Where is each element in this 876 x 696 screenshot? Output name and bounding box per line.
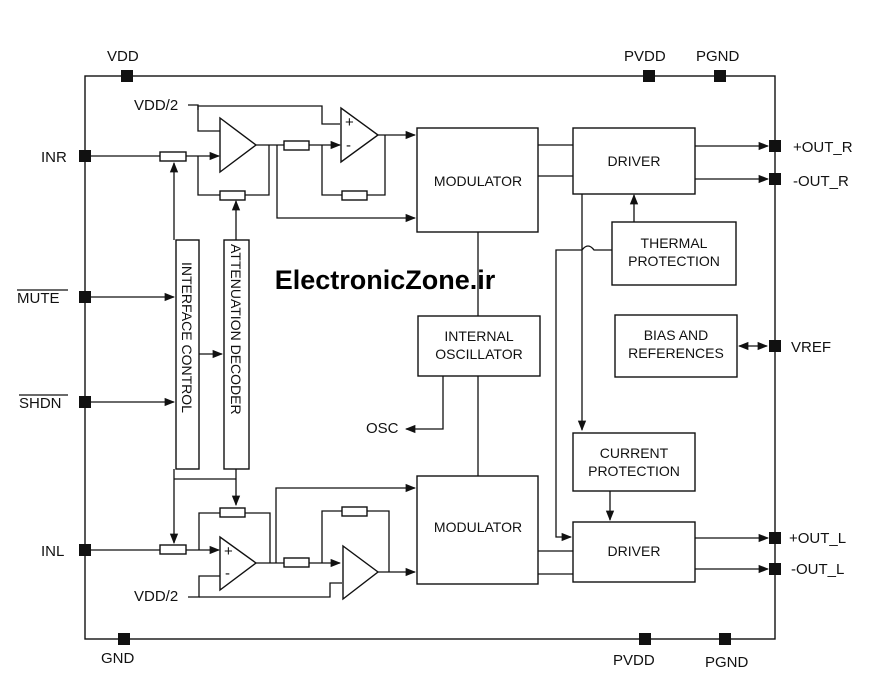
driver-bottom-label: DRIVER xyxy=(608,543,661,559)
label-gnd: GND xyxy=(101,650,135,667)
opamp-r2-minus: - xyxy=(346,137,351,154)
pin-inl xyxy=(79,544,91,556)
thermal-protection xyxy=(611,221,737,286)
thermal-line2: PROTECTION xyxy=(628,253,720,269)
opamp-r2-plus: + xyxy=(345,114,354,131)
opamp-r2 xyxy=(340,106,380,164)
thermal-line1: THERMAL xyxy=(641,235,708,251)
opamp-l1-plus: + xyxy=(224,543,233,560)
wire-vdd-half-top xyxy=(188,104,220,132)
label-pvdd-bottom: PVDD xyxy=(613,652,655,669)
wire-fb-l2-left xyxy=(321,510,342,563)
wire-thermal-to-driver-bottom xyxy=(555,245,612,542)
resistor-fb-r2 xyxy=(341,190,368,201)
label-out-r-neg: -OUT_R xyxy=(793,173,849,190)
pin-pgnd-top xyxy=(714,70,726,82)
pin-mute xyxy=(79,291,91,303)
wire-r1-to-mod xyxy=(276,145,417,223)
resistor-r-mid xyxy=(283,140,310,151)
wire-vdd-half-opamp2 xyxy=(197,105,340,125)
pins xyxy=(79,70,781,645)
pin-out-l-pos xyxy=(769,532,781,544)
watermark-text: ElectronicZone.ir xyxy=(275,265,496,295)
wire-fb-l2-right xyxy=(367,510,390,572)
pin-out-l-neg xyxy=(769,563,781,575)
label-inr: INR xyxy=(41,149,67,166)
attenuation-decoder-label: ATTENUATION DECODER xyxy=(228,244,244,415)
wire-osc-out xyxy=(404,376,444,434)
driver-bottom xyxy=(572,521,696,583)
label-pgnd-top: PGND xyxy=(696,48,740,65)
label-mute: MUTE xyxy=(17,290,60,307)
wire-fb-r1-right xyxy=(245,145,270,196)
pin-shdn xyxy=(79,396,91,408)
current-protection xyxy=(572,432,696,492)
resistor-inr xyxy=(159,151,187,162)
interface-control-label: INTERFACE CONTROL xyxy=(179,262,195,413)
wire-fb-l1-left xyxy=(198,512,220,550)
internal-oscillator xyxy=(417,315,541,377)
label-pgnd-bottom: PGND xyxy=(705,654,749,671)
pin-inr xyxy=(79,150,91,162)
pin-vdd-top xyxy=(121,70,133,82)
wire-fb-r2-left xyxy=(321,145,342,196)
label-vdd-top: VDD xyxy=(107,48,139,65)
resistor-fb-l1 xyxy=(219,507,246,518)
wire-fb-r1-left xyxy=(197,156,220,196)
modulator-bottom-label: MODULATOR xyxy=(434,519,522,535)
pin-pvdd-top xyxy=(643,70,655,82)
label-out-l-pos: +OUT_L xyxy=(789,530,846,547)
label-out-l-neg: -OUT_L xyxy=(791,561,844,578)
resistor-fb-r1 xyxy=(219,190,246,201)
bias-line1: BIAS AND xyxy=(644,327,709,343)
resistor-fb-l2 xyxy=(341,506,368,517)
label-vdd-half-bottom: VDD/2 xyxy=(134,588,178,605)
modulator-top xyxy=(416,127,539,233)
label-out-r-pos: +OUT_R xyxy=(793,139,853,156)
opamp-l1-minus: - xyxy=(225,565,230,582)
wire-fb-r2-right xyxy=(367,135,386,196)
resistor-l-mid xyxy=(283,557,310,568)
current-line2: PROTECTION xyxy=(588,463,680,479)
oscillator-line1: INTERNAL xyxy=(444,328,513,344)
bias-and-references xyxy=(614,314,738,378)
pin-vref xyxy=(769,340,781,352)
label-osc: OSC xyxy=(366,420,399,437)
wire-l1-to-mod xyxy=(275,483,417,563)
wire-vdd-half-bottom xyxy=(188,575,220,598)
opamp-r1 xyxy=(219,116,258,174)
driver-top xyxy=(572,127,696,195)
bias-line2: REFERENCES xyxy=(628,345,724,361)
pin-pvdd-bottom xyxy=(639,633,651,645)
label-vdd-half-top: VDD/2 xyxy=(134,97,178,114)
pin-pgnd-bottom xyxy=(719,633,731,645)
opamp-l1 xyxy=(219,535,258,592)
label-inl: INL xyxy=(41,543,64,560)
wire-fb-l1-right xyxy=(245,512,271,563)
pin-out-r-pos xyxy=(769,140,781,152)
current-line1: CURRENT xyxy=(600,445,669,461)
pin-gnd xyxy=(118,633,130,645)
modulator-bottom xyxy=(416,475,539,585)
label-shdn: SHDN xyxy=(19,395,62,412)
driver-top-label: DRIVER xyxy=(608,153,661,169)
opamp-l2 xyxy=(342,544,380,601)
label-vref: VREF xyxy=(791,339,831,356)
resistor-inl xyxy=(159,544,187,555)
modulator-top-label: MODULATOR xyxy=(434,173,522,189)
wire-vdd-half-opamp-l2 xyxy=(199,582,342,598)
label-pvdd-top: PVDD xyxy=(624,48,666,65)
pin-out-r-neg xyxy=(769,173,781,185)
oscillator-line2: OSCILLATOR xyxy=(435,346,522,362)
